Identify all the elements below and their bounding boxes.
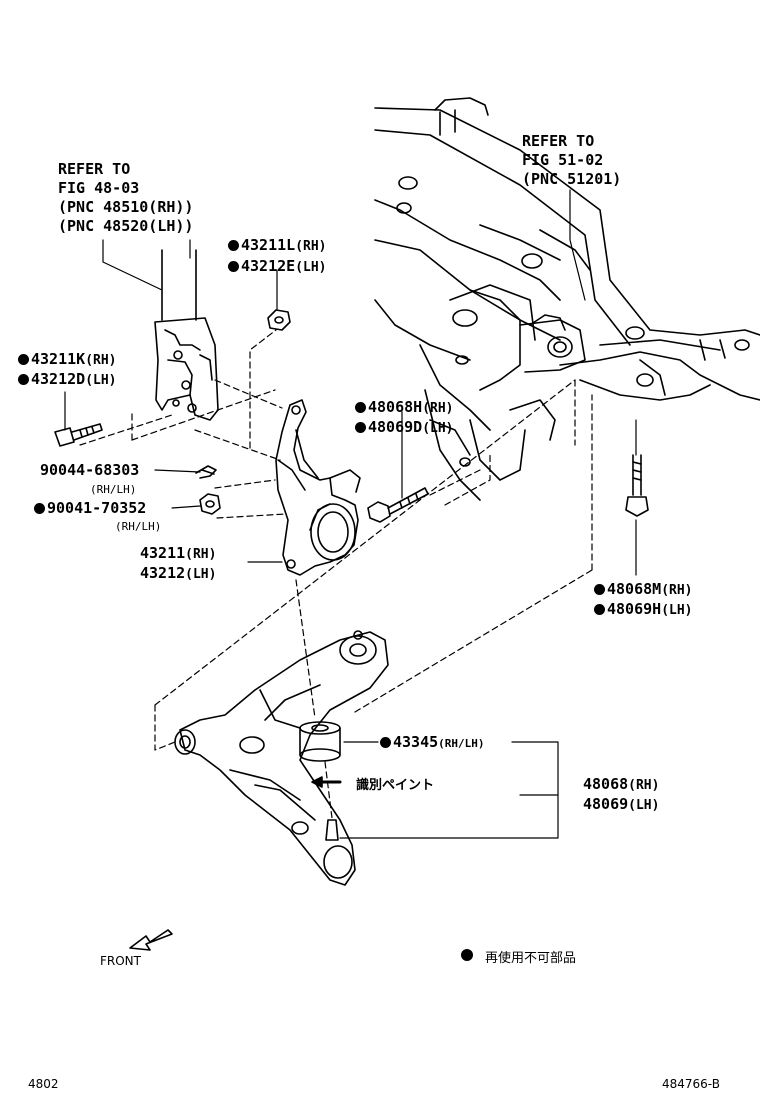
- nonreusable-dot: [18, 374, 29, 385]
- part-suffix: (LH): [185, 567, 217, 582]
- refer-left-line2: FIG 48-03: [58, 179, 140, 197]
- nonreusable-dot: [594, 604, 605, 615]
- refer-left-line1: REFER TO: [58, 160, 131, 178]
- dashed-lines: [79, 329, 593, 819]
- lower-control-arm: [174, 630, 389, 886]
- part-48068M: 48068M(RH): [594, 580, 693, 600]
- part-suffix: (RH/LH): [438, 737, 485, 750]
- part-number: 43345: [393, 733, 439, 751]
- part-suffix: (RH): [661, 583, 693, 598]
- part-48069: 48069(LH): [583, 795, 659, 815]
- nonreusable-dot: [228, 240, 239, 251]
- part-suffix: (LH): [295, 260, 327, 275]
- part-number: 90044-68303: [40, 461, 140, 479]
- front-label: FRONT: [100, 954, 141, 968]
- leader-lines: [64, 189, 637, 839]
- part-suffix: (RH): [628, 778, 660, 793]
- part-number: 43211: [140, 544, 186, 562]
- part-number: 48069H: [607, 600, 662, 618]
- part-suffix: (LH): [628, 798, 660, 813]
- bolt-43211K: [54, 423, 103, 447]
- part-number: 90041-70352: [47, 499, 147, 517]
- part-43212D: 43212D(LH): [18, 370, 117, 390]
- footer-left: 4802: [28, 1077, 59, 1091]
- bushing-43345: [299, 721, 341, 762]
- part-number: 48069D: [368, 418, 423, 436]
- part-number: 43212: [140, 564, 186, 582]
- part-suffix: (RH): [185, 547, 217, 562]
- part-90044-note: (RH/LH): [90, 483, 137, 496]
- refer-right-line2: FIG 51-02: [522, 151, 604, 169]
- nonreusable-dot: [355, 422, 366, 433]
- part-43212: 43212(LH): [140, 564, 216, 584]
- paint-arrow: [311, 776, 342, 788]
- part-number: 43212D: [31, 370, 86, 388]
- part-number: 48068: [583, 775, 629, 793]
- part-number: 43211K: [31, 350, 86, 368]
- bolt-48068H: [367, 487, 429, 523]
- part-90041-note: (RH/LH): [115, 520, 162, 533]
- strut-assembly: [154, 249, 219, 421]
- part-43211K: 43211K(RH): [18, 350, 117, 370]
- part-48069H: 48069H(LH): [594, 600, 693, 620]
- legend-dot: [461, 949, 473, 961]
- nonreusable-dot: [594, 584, 605, 595]
- part-suffix: (LH): [85, 373, 117, 388]
- part-suffix: (LH): [422, 421, 454, 436]
- paint-note: 識別ペイント: [356, 778, 435, 793]
- part-90041: 90041-70352: [34, 499, 146, 518]
- part-43211: 43211(RH): [140, 544, 216, 564]
- legend-text: 再使用不可部品: [485, 951, 577, 966]
- nonreusable-dot: [228, 261, 239, 272]
- part-48069D: 48069D(LH): [355, 418, 454, 438]
- nonreusable-dot: [380, 737, 391, 748]
- bolt-48068M: [625, 454, 649, 517]
- refer-right-line3: (PNC 51201): [522, 170, 622, 188]
- nonreusable-dot: [18, 354, 29, 365]
- refer-left-line4: (PNC 48520(LH)): [58, 217, 194, 235]
- part-90044: 90044-68303: [40, 461, 139, 480]
- nonreusable-dot: [355, 402, 366, 413]
- nut-90041: [199, 493, 221, 515]
- part-number: 48068M: [607, 580, 662, 598]
- nonreusable-dot: [34, 503, 45, 514]
- crossmember: [374, 97, 760, 501]
- cotter-pin: [195, 465, 217, 479]
- part-number: 48068H: [368, 398, 423, 416]
- part-suffix: (RH): [422, 401, 454, 416]
- part-suffix: (LH): [661, 603, 693, 618]
- part-number: 43211L: [241, 236, 296, 254]
- nut-43211L: [267, 309, 291, 331]
- part-suffix: (RH): [295, 239, 327, 254]
- footer-right: 484766-B: [662, 1077, 720, 1091]
- part-48068H: 48068H(RH): [355, 398, 454, 418]
- part-48068: 48068(RH): [583, 775, 659, 795]
- part-43211L: 43211L(RH): [228, 236, 327, 256]
- part-43212E: 43212E(LH): [228, 257, 327, 277]
- part-suffix: (RH): [85, 353, 117, 368]
- front-arrow: [129, 929, 173, 951]
- part-43345: 43345(RH/LH): [380, 733, 485, 753]
- steering-knuckle: [275, 399, 361, 576]
- part-number: 43212E: [241, 257, 296, 275]
- part-number: 48069: [583, 795, 629, 813]
- refer-left-line3: (PNC 48510(RH)): [58, 198, 194, 216]
- refer-right-line1: REFER TO: [522, 132, 595, 150]
